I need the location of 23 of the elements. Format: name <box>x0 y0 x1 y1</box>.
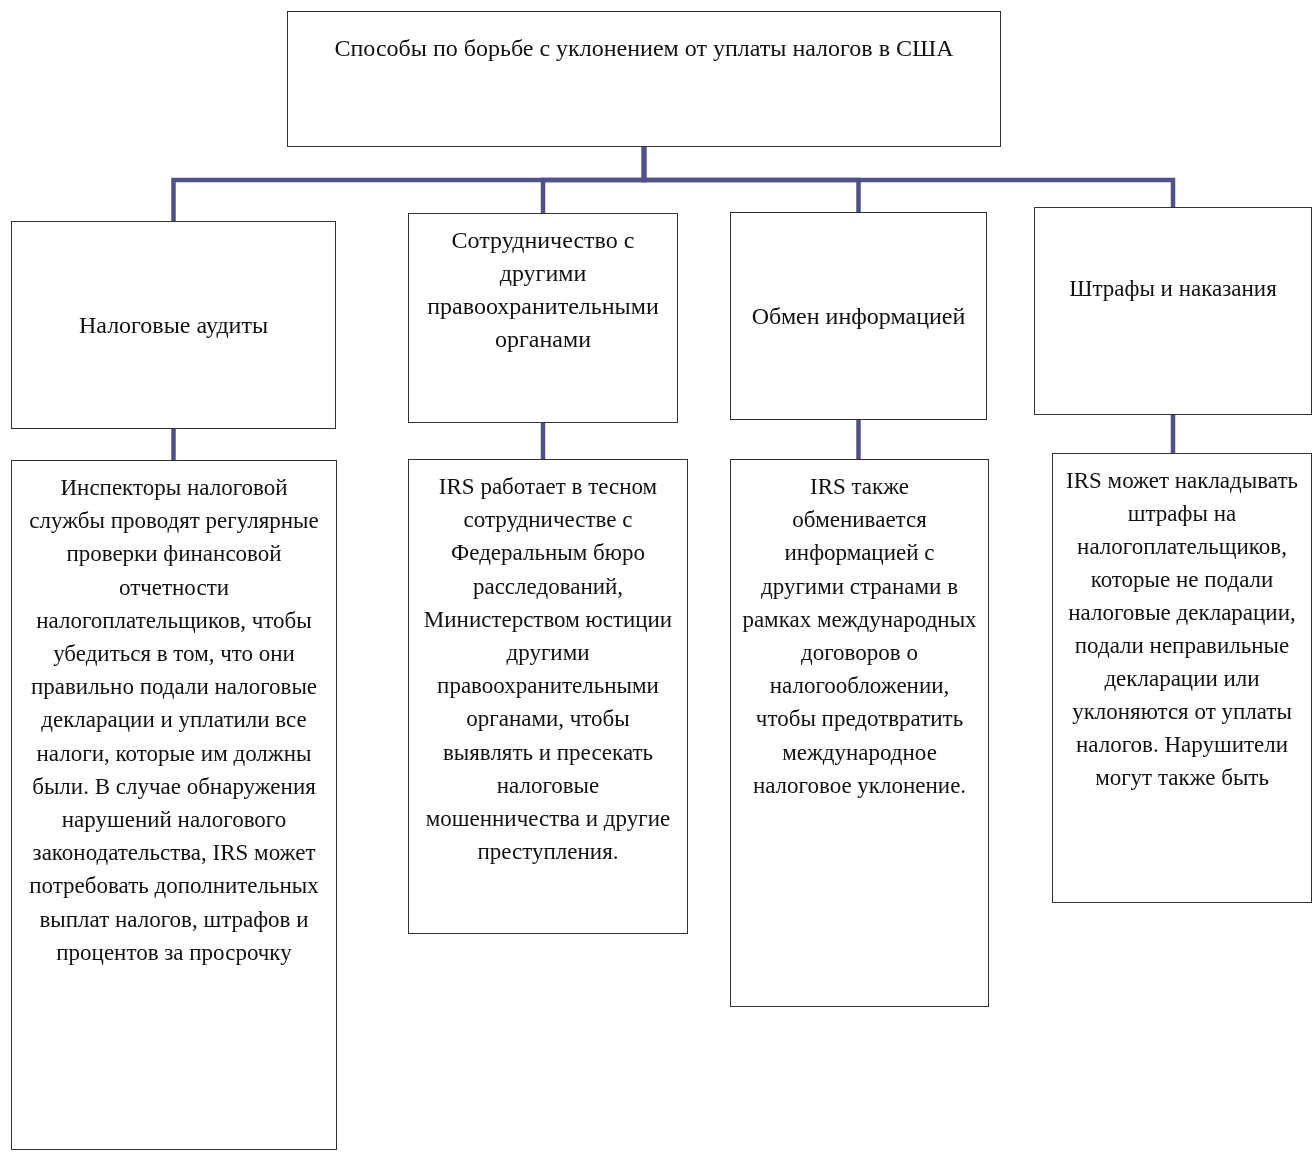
box-text: Способы по борьбе с уклонением от уплаты налогов в США <box>334 34 954 63</box>
box-text: IRS также обменивается информацией с другими странами в рамках международных договоров о налогообложении, чтобы предотвратить международное налоговое уклонение. <box>741 473 978 800</box>
category-box <box>408 213 678 423</box>
box-text: IRS может накладывать штрафы на налогоплательщиков, которые не подали налоговые декларации, подали неправильные декларации или уклоняются от уплаты налогов. Нарушители могут также быть <box>1065 467 1299 792</box>
title-box <box>287 11 1001 147</box>
connector-line <box>1170 415 1176 453</box>
box-text: Штрафы и наказания <box>1069 275 1277 303</box>
box-text: Инспекторы налоговой службы проводят регулярные проверки финансовой отчетности налогоплательщиков, чтобы убедиться в том, что они правильно подали налоговые декларации и уплатили все налоги, которые им должны были. В случае обнаружения нарушений налогового законодательства, IRS может потребовать дополнительных выплат налогов, штрафов и процентов за просрочку <box>28 474 320 967</box>
connector-line <box>856 420 861 459</box>
connector-line <box>171 429 176 460</box>
connector-line <box>641 147 1176 207</box>
box-text: Налоговые аудиты <box>78 310 269 340</box>
description-box <box>730 459 989 1007</box>
description-box <box>408 459 688 934</box>
box-text: Обмен информацией <box>751 301 966 331</box>
category-box <box>730 212 987 420</box>
box-text: IRS работает в тесном сотрудничестве с Федеральным бюро расследований, Министерством юстиции другими правоохранительными органами, чтобы выявлять и пресекать налоговые мошенничества и другие преступления. <box>422 473 674 867</box>
connector-line <box>540 423 546 459</box>
box-text: Сотрудничество с другими правоохранительными органами <box>426 226 660 354</box>
description-box <box>1052 453 1312 903</box>
description-box <box>11 460 337 1150</box>
category-box <box>11 221 336 429</box>
category-box <box>1034 207 1312 415</box>
